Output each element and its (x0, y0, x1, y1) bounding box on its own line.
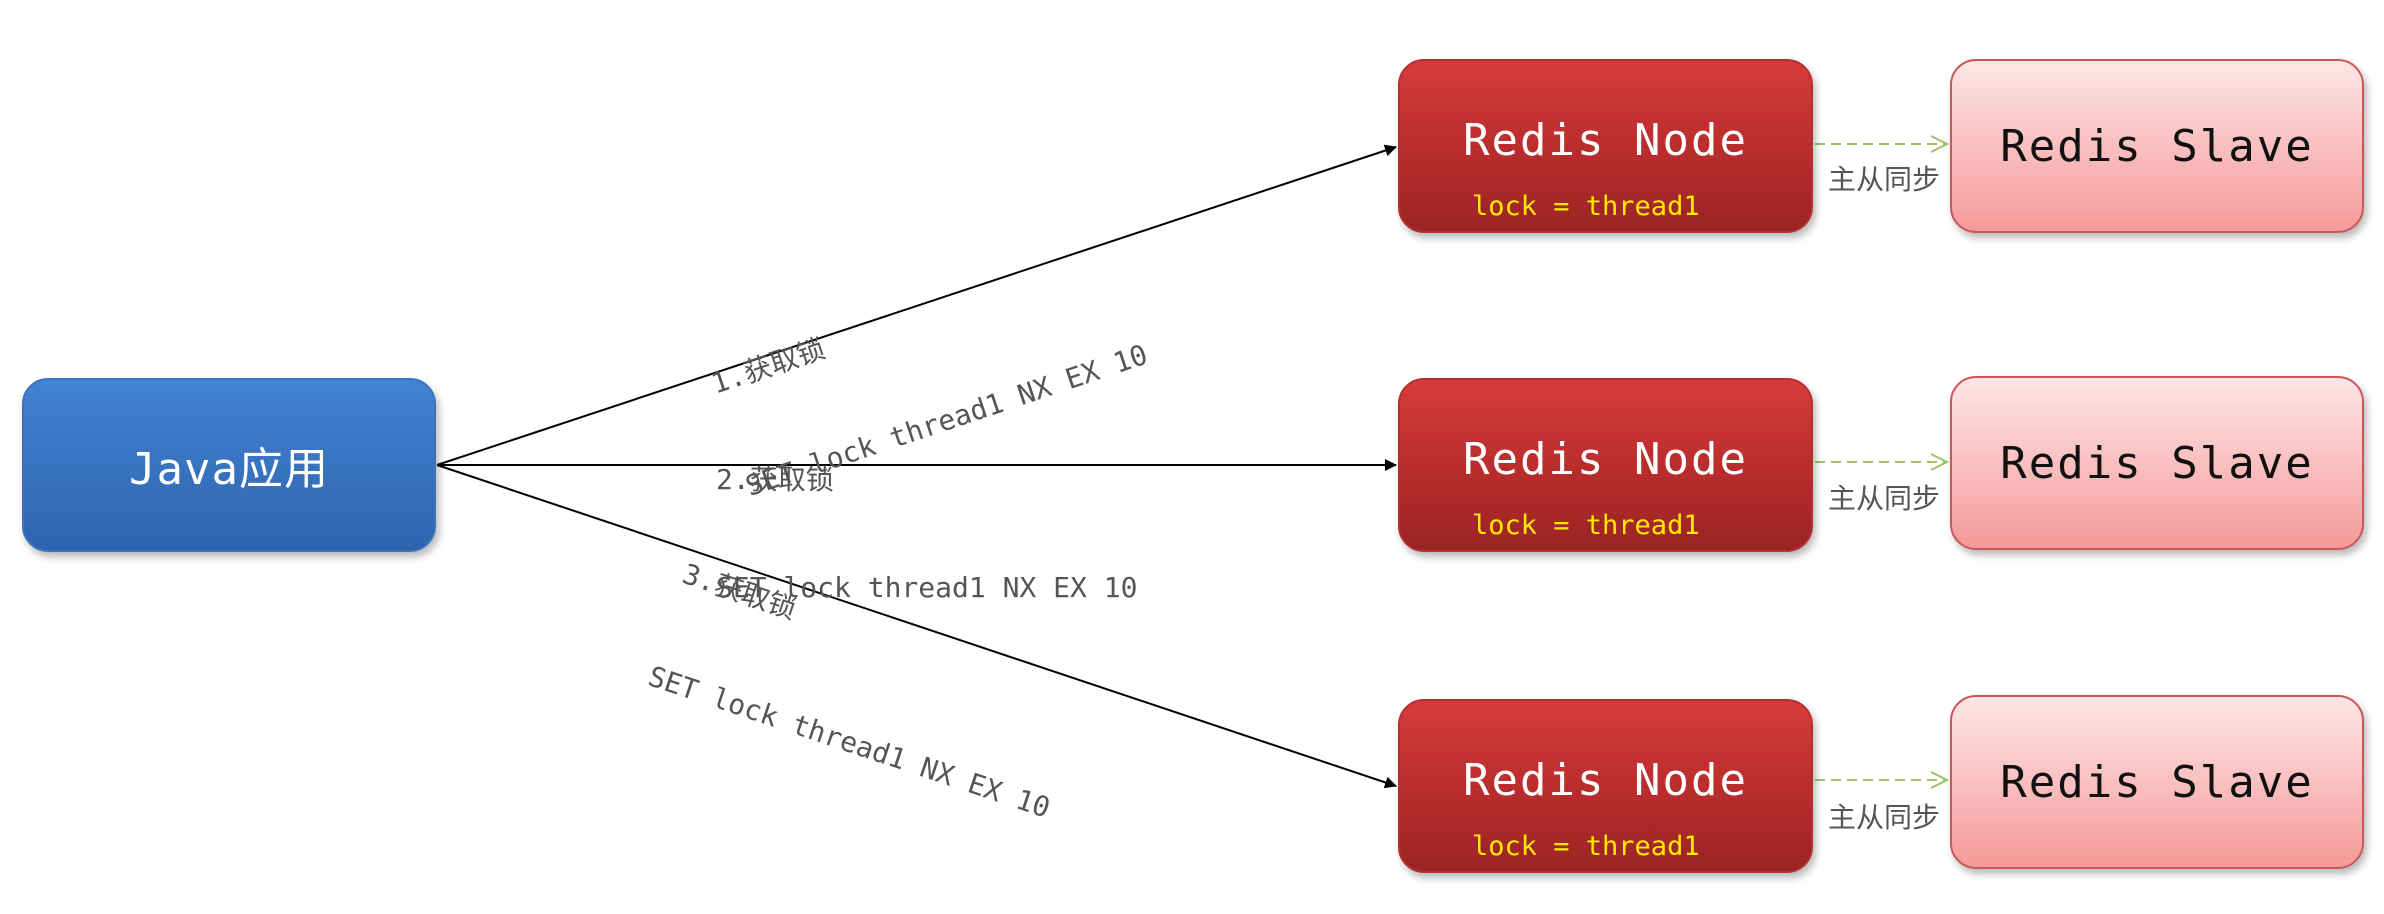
edge-step-label: 2.获取锁 (716, 463, 834, 496)
redis-node-title: Redis Node (1463, 434, 1748, 485)
redis-slave-label: Redis Slave (2000, 756, 2314, 808)
redis-slave-label: Redis Slave (2000, 120, 2314, 172)
edge-label-2: 2.获取锁 SET lock thread1 NX EX 10 (716, 390, 1137, 678)
redis-node-3: Redis Node lock = thread1 (1398, 699, 1813, 873)
edge-line-1 (436, 144, 1397, 466)
redis-node-title: Redis Node (1463, 755, 1748, 806)
redis-slave-3: Redis Slave (1950, 695, 2364, 869)
redis-node-title: Redis Node (1463, 115, 1748, 166)
edge-command-label: SET lock thread1 NX EX 10 (716, 571, 1138, 604)
java-app-label: Java应用 (129, 444, 329, 495)
redis-slave-1: Redis Slave (1950, 59, 2364, 233)
redis-node-lock: lock = thread1 (1472, 191, 1700, 222)
edge-line-3 (436, 464, 1397, 789)
java-app-box: Java应用 (22, 378, 436, 552)
redis-slave-label: Redis Slave (2000, 437, 2314, 489)
redis-node-lock: lock = thread1 (1472, 831, 1700, 862)
sync-label-1: 主从同步 (1828, 163, 1941, 196)
redis-node-lock: lock = thread1 (1472, 510, 1700, 541)
redis-slave-2: Redis Slave (1950, 376, 2364, 550)
redis-node-1: Redis Node lock = thread1 (1398, 59, 1813, 233)
sync-label-3: 主从同步 (1828, 801, 1941, 834)
redis-node-2: Redis Node lock = thread1 (1398, 378, 1813, 552)
sync-label-2: 主从同步 (1828, 482, 1941, 515)
